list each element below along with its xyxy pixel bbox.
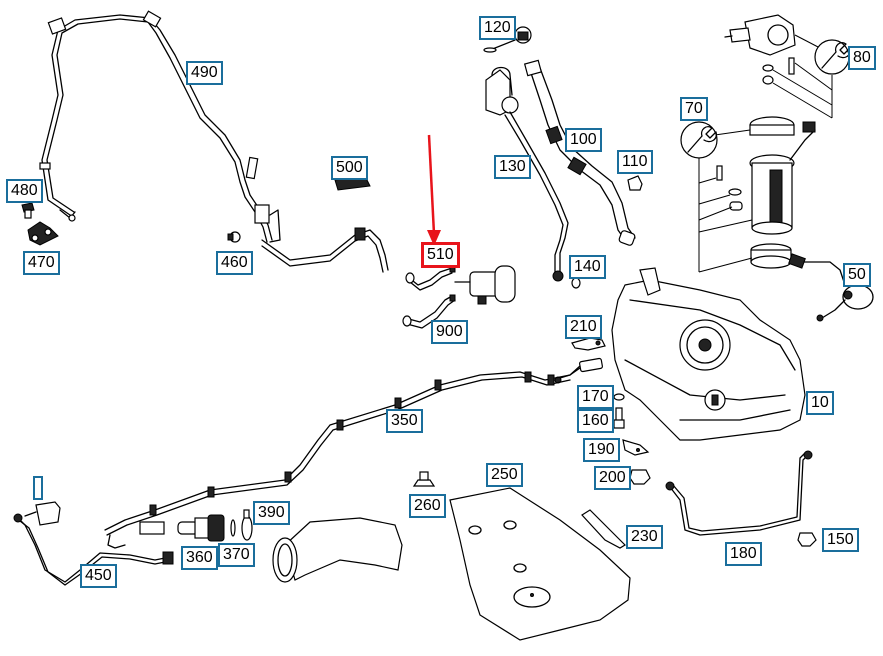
- callout-490[interactable]: 500: [331, 156, 368, 180]
- part-260-nut[interactable]: [412, 471, 436, 487]
- part-510-hose[interactable]: [402, 294, 456, 329]
- callout-470[interactable]: 470: [23, 251, 60, 275]
- callout-450[interactable]: 490: [186, 61, 223, 85]
- part-150-bolt[interactable]: [613, 407, 625, 429]
- callout-130[interactable]: 130: [494, 155, 531, 179]
- callout-350[interactable]: 360: [181, 546, 218, 570]
- part-120-cap[interactable]: [483, 26, 532, 53]
- part-500-hose[interactable]: [405, 265, 456, 291]
- callout-390[interactable]: 450: [80, 564, 117, 588]
- callout-200[interactable]: 200: [594, 466, 631, 490]
- callout-50[interactable]: 50: [843, 263, 871, 287]
- callout-120[interactable]: 120: [479, 16, 516, 40]
- callout-10[interactable]: 10: [806, 391, 834, 415]
- part-140-oring[interactable]: [571, 277, 581, 289]
- callout-500-selected[interactable]: 510: [421, 242, 460, 268]
- part-130-vent-line[interactable]: [485, 66, 569, 282]
- part-air-duct[interactable]: [272, 517, 403, 583]
- callout-460[interactable]: 460: [216, 251, 253, 275]
- callout-70[interactable]: 70: [680, 97, 708, 121]
- part-470-bracket[interactable]: [27, 221, 59, 246]
- part-170-strap[interactable]: [665, 450, 813, 536]
- part-110-nut[interactable]: [627, 175, 643, 191]
- callout-260[interactable]: 260: [409, 494, 446, 518]
- part-350-valve[interactable]: [177, 517, 211, 539]
- wrench-icon: [814, 39, 851, 75]
- part-360-oring[interactable]: [207, 514, 236, 542]
- part-450-fuel-line[interactable]: [39, 10, 389, 273]
- callout-510[interactable]: 900: [431, 320, 468, 344]
- highlight-arrow: [427, 134, 441, 246]
- part-460-clip[interactable]: [227, 231, 241, 243]
- callout-110[interactable]: 110: [617, 150, 653, 174]
- leader-80: [772, 34, 833, 119]
- leader-70: [698, 129, 753, 273]
- part-250-heat-shield[interactable]: [449, 487, 631, 641]
- part-390-fuel-line[interactable]: [13, 513, 174, 586]
- callout-250[interactable]: 250: [486, 463, 523, 487]
- part-300-fuel-line[interactable]: [104, 367, 581, 549]
- part-900-pad[interactable]: [24, 501, 61, 526]
- wrench-icon: [680, 121, 718, 159]
- callout-80[interactable]: 80: [848, 46, 876, 70]
- callout-190[interactable]: 190: [583, 438, 620, 462]
- part-valve[interactable]: [454, 265, 516, 305]
- callout-360[interactable]: 370: [218, 543, 255, 567]
- part-190-clip[interactable]: [622, 439, 650, 456]
- part-10-fuel-tank[interactable]: [611, 267, 806, 441]
- callout-230[interactable]: 230: [626, 525, 663, 549]
- callout-900[interactable]: [33, 476, 43, 500]
- part-480-bolt[interactable]: [21, 202, 35, 219]
- callout-100[interactable]: 100: [565, 128, 602, 152]
- part-sensor-wire[interactable]: [554, 357, 603, 384]
- part-70-pump-module[interactable]: [716, 116, 816, 269]
- callout-300[interactable]: 350: [386, 409, 423, 433]
- callout-480[interactable]: 480: [6, 179, 43, 203]
- callout-140[interactable]: 140: [569, 255, 606, 279]
- callout-150[interactable]: 160: [577, 409, 614, 433]
- part-200-nut[interactable]: [629, 469, 651, 485]
- part-160-washer[interactable]: [613, 393, 625, 401]
- part-370-cover[interactable]: [241, 509, 253, 541]
- callout-370[interactable]: 390: [253, 501, 290, 525]
- callout-180[interactable]: 150: [822, 528, 859, 552]
- part-230-bracket[interactable]: [581, 509, 626, 549]
- part-210-bracket[interactable]: [571, 337, 606, 351]
- callout-160[interactable]: 170: [577, 385, 614, 409]
- part-50-sensor-wire[interactable]: [788, 253, 874, 322]
- part-100-filler-neck[interactable]: [523, 59, 636, 246]
- part-80-regulator[interactable]: [724, 14, 796, 85]
- part-180-nut[interactable]: [797, 532, 817, 547]
- callout-210[interactable]: 210: [565, 315, 602, 339]
- callout-170[interactable]: 180: [725, 542, 762, 566]
